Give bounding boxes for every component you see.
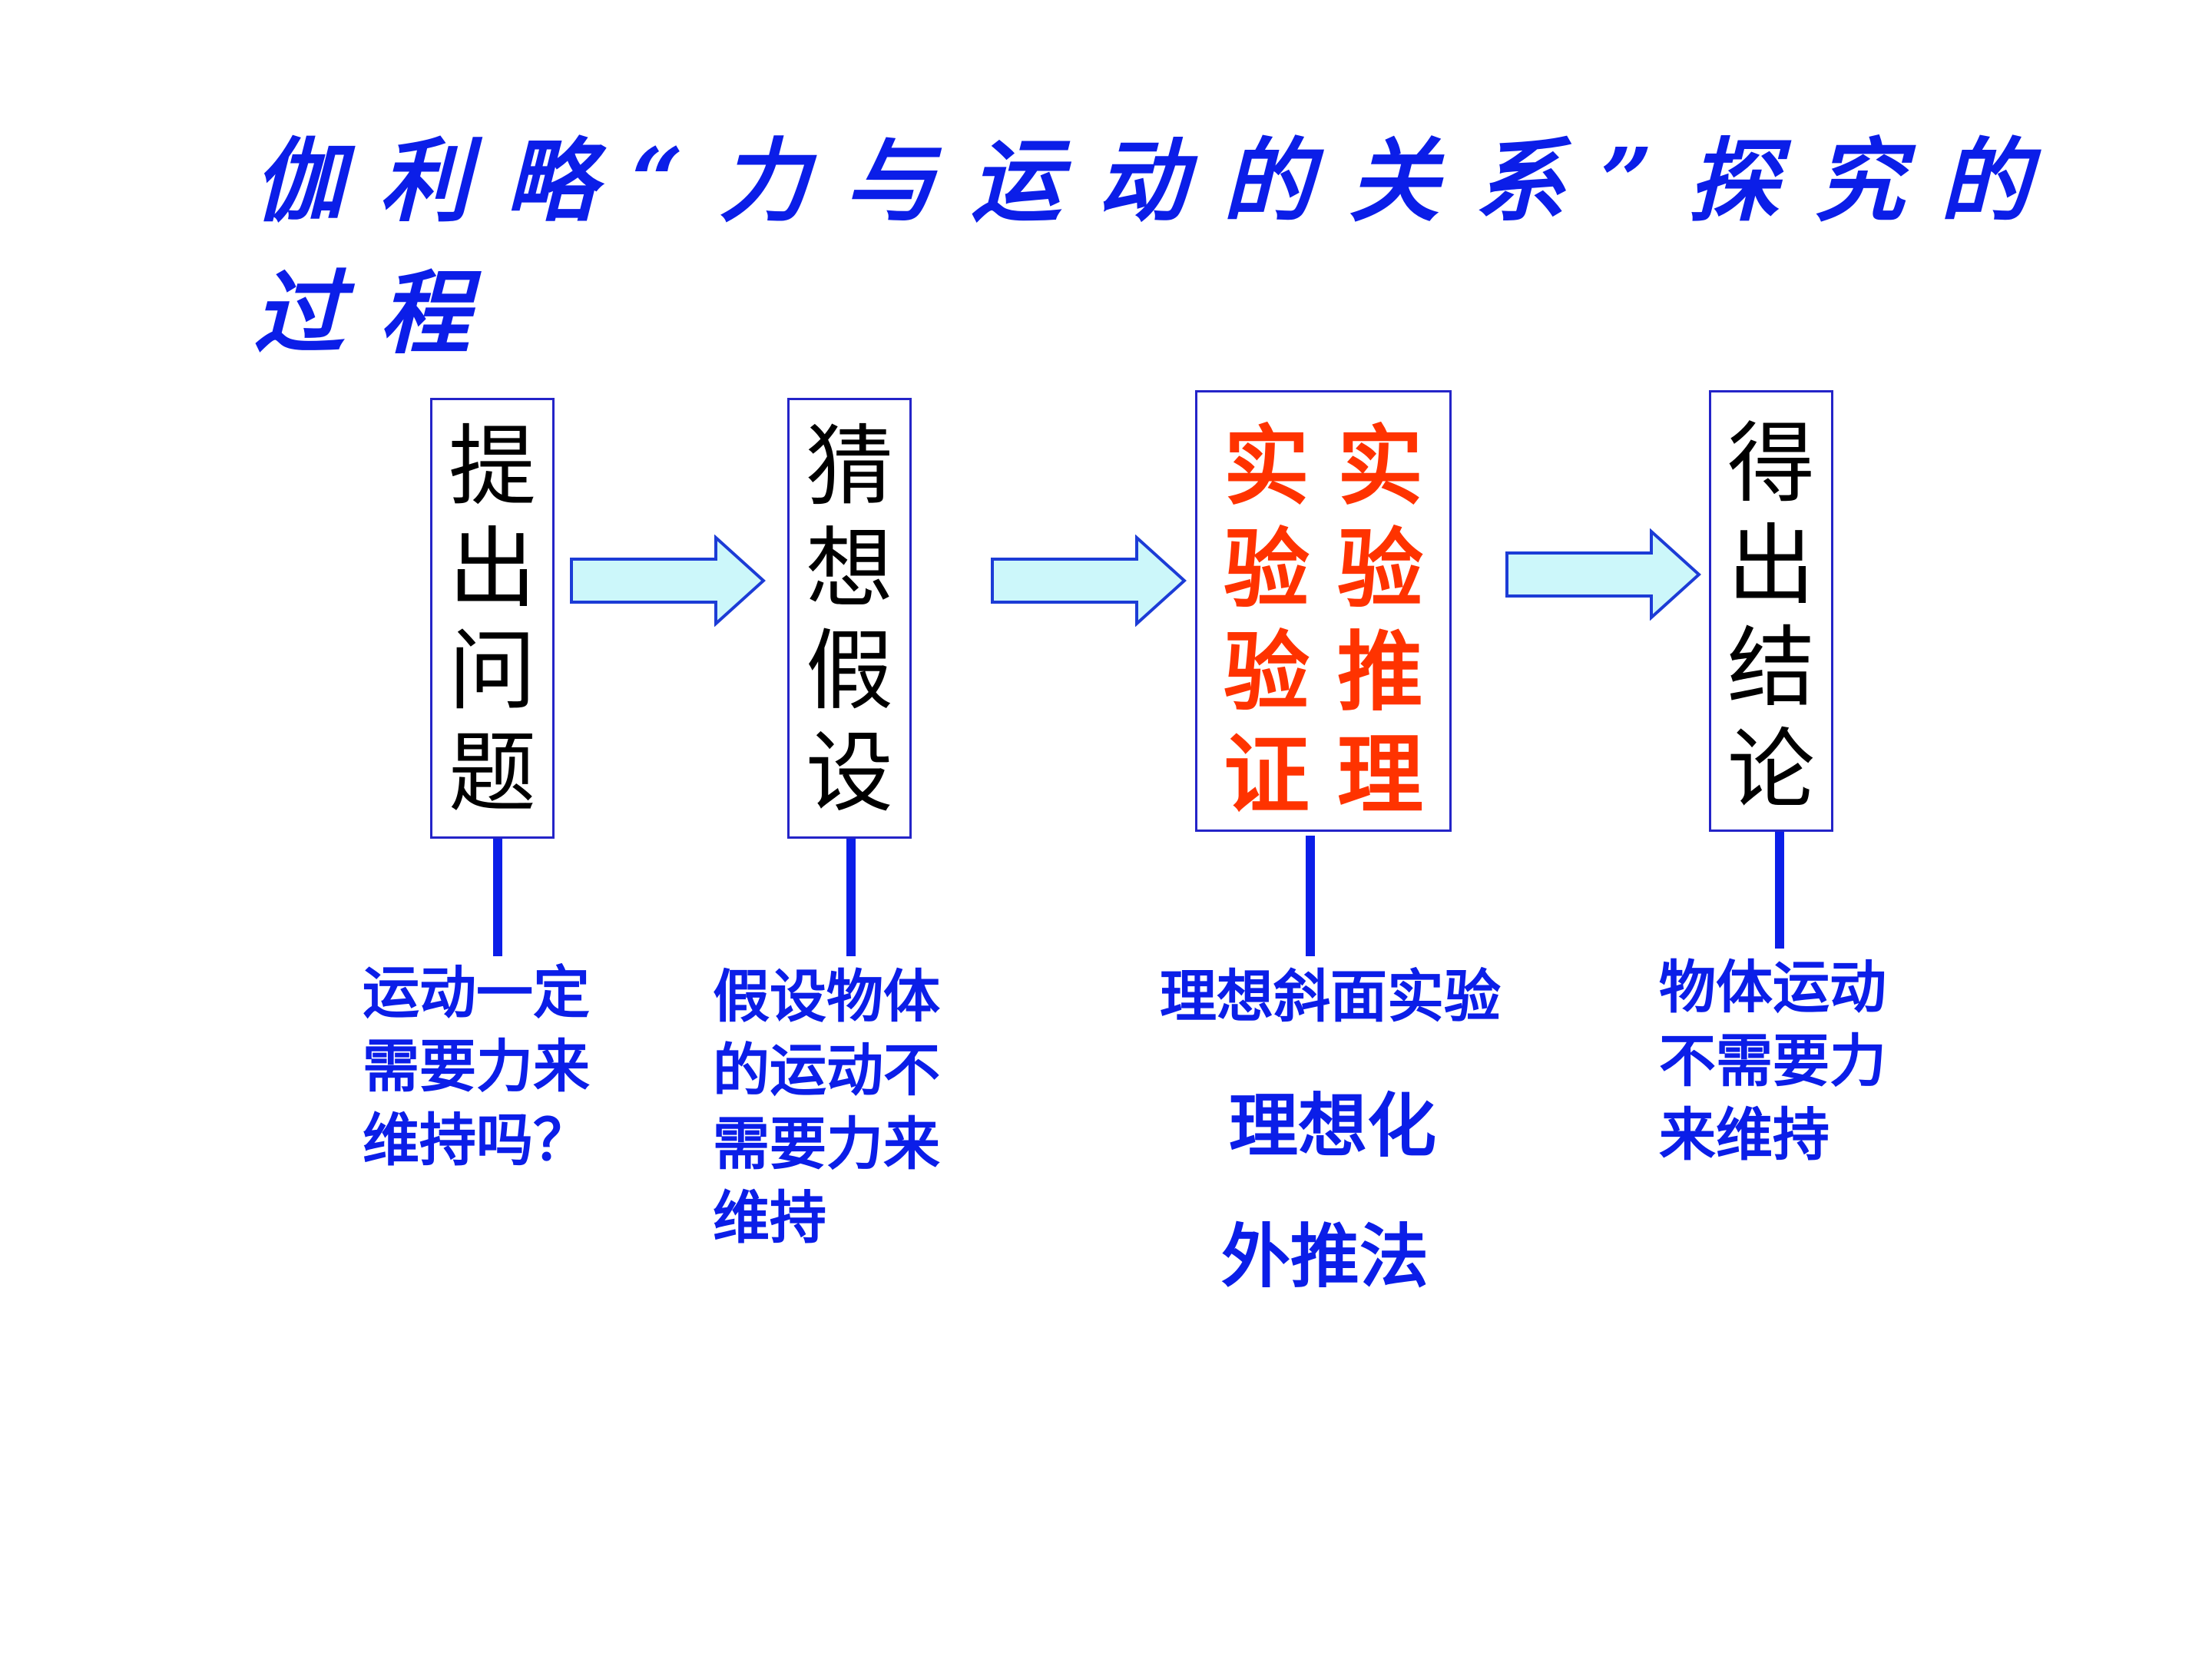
step-box-experiment: 实验验证 实验推理	[1195, 390, 1452, 832]
arrow-right-icon	[570, 535, 766, 627]
connector-conclusion	[1775, 832, 1784, 949]
note-conclusion: 物体运动不需要力来维持	[1659, 955, 1886, 1168]
step-label-experiment-verify: 实验验证	[1224, 417, 1310, 826]
step-box-hypothesis: 猜想假设	[787, 398, 912, 839]
note-hypothesis: 假设物体的运动不需要力来维持	[713, 964, 940, 1251]
arrow-right-icon	[991, 535, 1187, 627]
step-label-experiment-reason: 实验推理	[1337, 417, 1423, 826]
method-extrapolation: 外推法	[1221, 1217, 1429, 1297]
connector-hypothesis	[846, 839, 856, 956]
connector-ask-question	[493, 839, 502, 956]
step-box-ask-question: 提出问题	[430, 398, 555, 839]
step-label-conclusion: 得出结论	[1727, 412, 1815, 821]
method-idealization: 理想化	[1229, 1086, 1436, 1167]
step-label-ask-question: 提出问题	[448, 416, 536, 824]
note-experiment: 理想斜面实验	[1160, 964, 1501, 1030]
page-title: 伽利略“力与运动的关系”探究的过程	[253, 127, 2066, 366]
connector-experiment	[1306, 836, 1315, 956]
arrow-right-icon	[1505, 528, 1701, 621]
note-ask-question: 运动一定需要力来维持吗？	[363, 960, 590, 1174]
step-box-conclusion: 得出结论	[1709, 390, 1833, 832]
step-label-hypothesis: 猜想假设	[805, 416, 893, 824]
